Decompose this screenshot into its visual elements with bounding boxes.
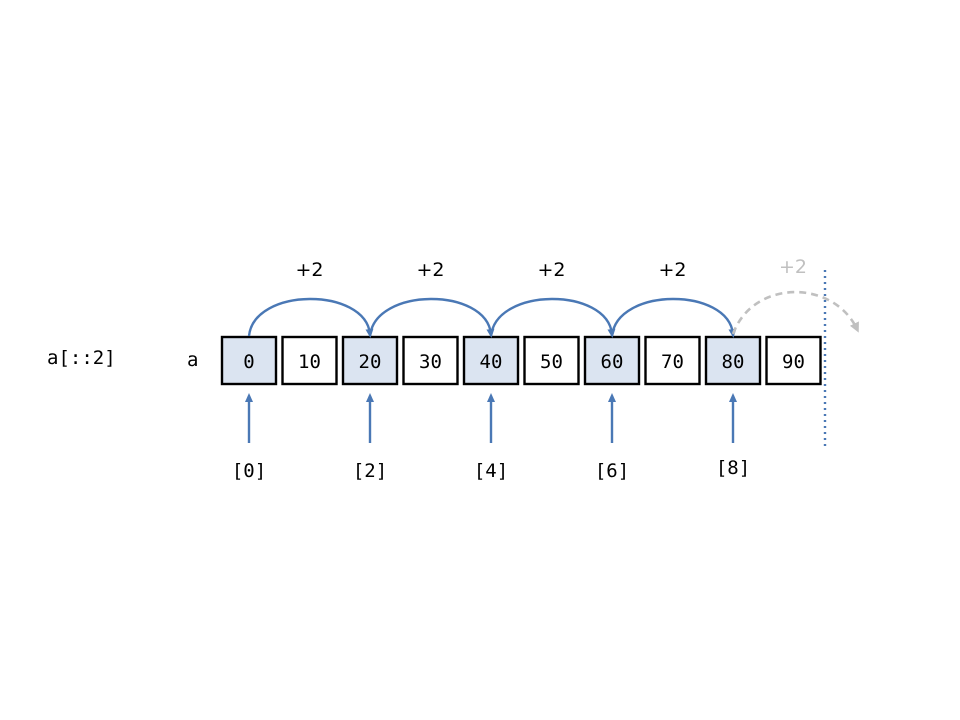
- index-pointers: [0] [2] [4] [6] [8]: [232, 393, 750, 482]
- array-cell: 40: [462, 335, 520, 386]
- cell-box: [765, 335, 822, 386]
- index-label: [2]: [353, 460, 387, 482]
- cell-box: [644, 335, 701, 386]
- cell-value: 10: [298, 351, 321, 373]
- array-cell: 60: [583, 335, 641, 386]
- array-cell: 80: [704, 335, 762, 386]
- cell-value: 90: [782, 351, 805, 373]
- array-cell: 0: [220, 335, 278, 386]
- step-label: +2: [537, 259, 565, 281]
- cell-value: 50: [540, 351, 563, 373]
- slice-expression: a[::2]: [47, 347, 116, 369]
- step-label: +2: [416, 259, 444, 281]
- selected-cell-box: [220, 335, 278, 386]
- cell-value: 30: [419, 351, 442, 373]
- index-label: [0]: [232, 460, 266, 482]
- array-cells: 0 10 20 30 40 50 60 70 80 90: [220, 335, 822, 386]
- index-label: [6]: [595, 460, 629, 482]
- array-cell: 70: [644, 335, 701, 386]
- cell-value: 20: [359, 351, 382, 373]
- cell-value: 0: [243, 351, 254, 373]
- cell-value: 40: [480, 351, 503, 373]
- cell-value: 70: [661, 351, 684, 373]
- index-label: [4]: [474, 460, 508, 482]
- step-arc: [610, 297, 737, 338]
- selected-cell-box: [704, 335, 762, 386]
- cell-box: [281, 335, 338, 386]
- array-name: a: [187, 349, 198, 371]
- overflow-step-label: +2: [779, 256, 807, 278]
- array-cell: 90: [765, 335, 822, 386]
- cell-box: [402, 335, 459, 386]
- array-cell: 10: [281, 335, 338, 386]
- selected-cell-box: [583, 335, 641, 386]
- step-arc: [489, 297, 616, 338]
- array-cell: 20: [341, 335, 399, 386]
- array-cell: 50: [523, 335, 580, 386]
- step-arcs: +2 +2 +2 +2 +2: [247, 256, 859, 450]
- step-label: +2: [295, 259, 323, 281]
- cell-value: 60: [601, 351, 624, 373]
- cell-value: 80: [722, 351, 745, 373]
- array-cell: 30: [402, 335, 459, 386]
- step-arc: [247, 297, 374, 338]
- step-label: +2: [658, 259, 686, 281]
- step-arc: [368, 297, 495, 338]
- index-label: [8]: [716, 457, 750, 479]
- cell-box: [523, 335, 580, 386]
- overflow-step-arc: [731, 290, 859, 335]
